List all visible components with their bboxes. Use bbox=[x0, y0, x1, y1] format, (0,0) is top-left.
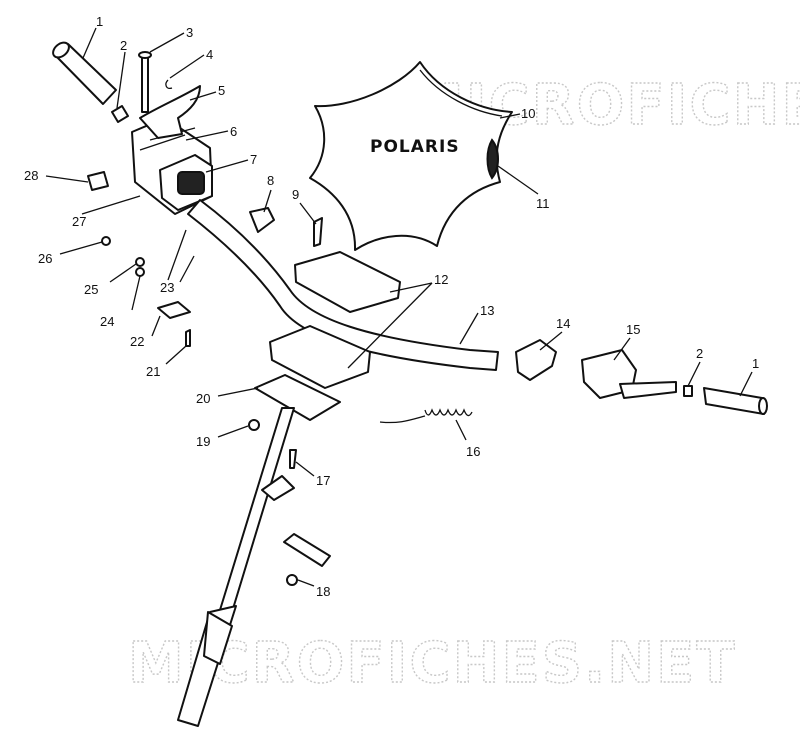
brake-master-cylinder bbox=[581, 349, 677, 399]
handlebar bbox=[187, 199, 499, 371]
callout-12: 12 bbox=[434, 272, 448, 287]
callout-numbers: 1 2 3 4 5 6 7 8 9 10 11 12 13 14 15 16 1… bbox=[24, 14, 759, 599]
callout-19: 19 bbox=[196, 434, 210, 449]
callout-22: 22 bbox=[130, 334, 144, 349]
coiled-cord bbox=[379, 408, 473, 424]
callout-21: 21 bbox=[146, 364, 160, 379]
mount-screw bbox=[185, 329, 191, 347]
right-grip-end bbox=[683, 385, 693, 397]
callout-4: 4 bbox=[206, 47, 213, 62]
callout-27: 27 bbox=[72, 214, 86, 229]
hex-nut bbox=[101, 236, 111, 246]
retaining-clip bbox=[165, 79, 173, 90]
cover-brand-text: POLARIS bbox=[370, 137, 460, 157]
left-grip bbox=[52, 41, 117, 105]
steering-post bbox=[177, 407, 295, 727]
wing-nut bbox=[249, 207, 275, 233]
callout-7: 7 bbox=[250, 152, 257, 167]
spacer-tube bbox=[283, 533, 331, 567]
handlebar-cover: POLARIS bbox=[309, 61, 513, 251]
throttle-lever bbox=[139, 85, 201, 139]
washer-2 bbox=[135, 267, 145, 277]
callout-6: 6 bbox=[230, 124, 237, 139]
post-bolt bbox=[289, 449, 297, 469]
pivot-pin bbox=[138, 51, 152, 113]
callout-14: 14 bbox=[556, 316, 570, 331]
callout-1-left: 1 bbox=[96, 14, 103, 29]
callout-25: 25 bbox=[84, 282, 98, 297]
callout-11: 11 bbox=[536, 196, 550, 211]
leader-lines bbox=[45, 27, 753, 587]
callout-10: 10 bbox=[521, 106, 535, 121]
callout-2-left: 2 bbox=[120, 38, 127, 53]
washer-1 bbox=[135, 257, 145, 267]
mount-plate bbox=[157, 301, 191, 319]
callout-8: 8 bbox=[267, 173, 274, 188]
callout-20: 20 bbox=[196, 391, 210, 406]
handlebar-clamp-upper bbox=[294, 251, 401, 313]
callout-5: 5 bbox=[218, 83, 225, 98]
callout-18: 18 bbox=[316, 584, 330, 599]
callout-13: 13 bbox=[480, 303, 494, 318]
lock-nut bbox=[248, 419, 260, 431]
handlebar-clamp-lower bbox=[269, 325, 371, 389]
tube-nut bbox=[286, 574, 298, 586]
callout-15: 15 bbox=[626, 322, 640, 337]
switch-clip bbox=[87, 171, 109, 191]
callout-26: 26 bbox=[38, 251, 52, 266]
left-grip-end bbox=[111, 105, 129, 123]
callout-2-right: 2 bbox=[696, 346, 703, 361]
clamp-bolt bbox=[313, 217, 323, 247]
callout-3: 3 bbox=[186, 25, 193, 40]
right-grip bbox=[703, 387, 768, 415]
watermark-bottom: MICROFICHES.NET bbox=[128, 631, 737, 696]
callout-16: 16 bbox=[466, 444, 480, 459]
callout-28: 28 bbox=[24, 168, 38, 183]
brake-lever-bracket bbox=[515, 339, 557, 381]
left-control-housing bbox=[131, 117, 213, 215]
callout-9: 9 bbox=[292, 187, 299, 202]
callout-23: 23 bbox=[160, 280, 174, 295]
callout-24: 24 bbox=[100, 314, 114, 329]
callout-17: 17 bbox=[316, 473, 330, 488]
callout-1-right: 1 bbox=[752, 356, 759, 371]
